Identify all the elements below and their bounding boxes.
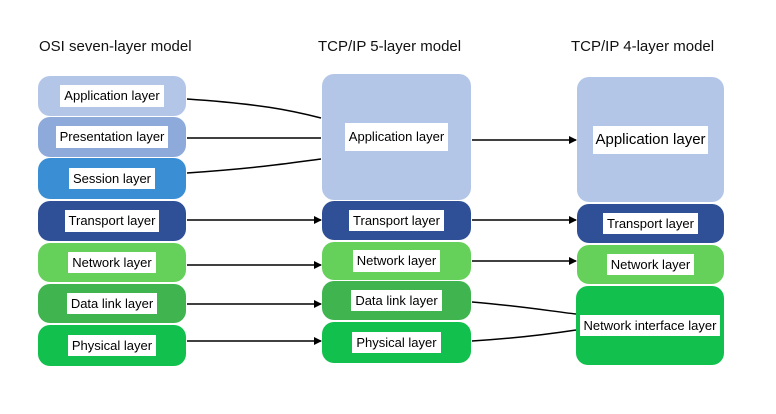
osi-presentation-label: Presentation layer <box>55 126 169 148</box>
osi-application-box: Application layer <box>38 76 186 116</box>
osi-physical-label: Physical layer <box>67 334 157 357</box>
tcp4-network-interface-box: Network interface layer <box>576 286 724 365</box>
osi-network-box: Network layer <box>38 243 186 282</box>
tcp4-transport-label: Transport layer <box>603 212 698 235</box>
tcp5-physical-box: Physical layer <box>322 322 471 363</box>
osi-network-label: Network layer <box>68 251 156 274</box>
osi-presentation-box: Presentation layer <box>38 117 186 157</box>
tcp4-network-interface-label: Network interface layer <box>579 314 721 337</box>
tcp5-model-title: TCP/IP 5-layer model <box>318 38 462 55</box>
osi-application-label: Application layer <box>60 85 164 107</box>
osi-physical-box: Physical layer <box>38 325 186 366</box>
tcp4-application-label: Application layer <box>593 125 708 154</box>
osi-session-box: Session layer <box>38 158 186 199</box>
tcp4-application-box: Application layer <box>577 77 724 202</box>
tcp4-model-title: TCP/IP 4-layer model <box>571 38 715 55</box>
osi-transport-label: Transport layer <box>64 210 160 232</box>
osi-transport-box: Transport layer <box>38 201 186 241</box>
tcp5-data-link-label: Data link layer <box>351 289 442 312</box>
line-tcp5-physical-to-tcp4-network-interface <box>471 329 577 342</box>
tcp4-transport-box: Transport layer <box>577 204 724 243</box>
tcp5-transport-box: Transport layer <box>322 201 471 240</box>
tcp4-network-box: Network layer <box>577 245 724 284</box>
osi-session-label: Session layer <box>68 167 156 190</box>
osi-data-link-box: Data link layer <box>38 284 186 323</box>
line-osi-application-to-tcp5-application <box>186 98 322 119</box>
tcp5-network-label: Network layer <box>352 250 441 272</box>
tcp5-application-label: Application layer <box>344 123 449 151</box>
tcp5-physical-label: Physical layer <box>352 331 441 354</box>
tcp4-network-label: Network layer <box>606 253 695 276</box>
tcp5-data-link-box: Data link layer <box>322 281 471 320</box>
osi-model-title: OSI seven-layer model <box>39 38 192 55</box>
line-osi-session-to-tcp5-application <box>186 158 322 174</box>
tcp5-application-box: Application layer <box>322 74 471 200</box>
osi-data-link-label: Data link layer <box>66 292 158 315</box>
tcp5-transport-label: Transport layer <box>349 209 444 232</box>
tcp5-network-box: Network layer <box>322 242 471 280</box>
line-tcp5-datalink-to-tcp4-network-interface <box>471 301 577 315</box>
